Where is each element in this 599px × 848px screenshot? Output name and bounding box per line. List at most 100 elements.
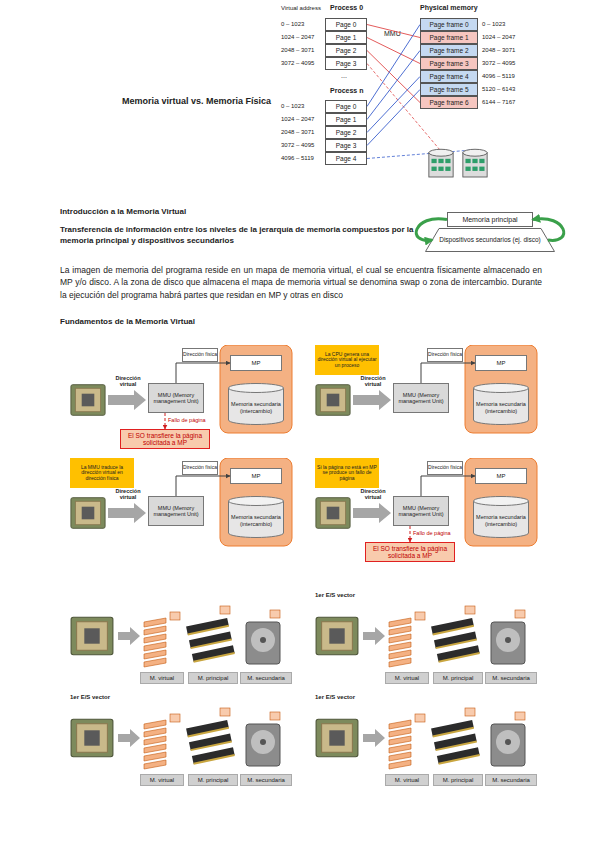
node-text: MMU (Memory management Unit) — [394, 505, 448, 517]
edge-label: Fallo de página — [168, 417, 206, 423]
node-text: MMU (Memory management Unit) — [149, 505, 203, 517]
node-text: Dirección física — [183, 465, 217, 471]
mmu-panel — [71, 345, 292, 433]
section-title: Memoria virtual vs. Memoria Física — [122, 96, 312, 106]
connector — [367, 51, 420, 103]
mmu-box: MMU (Memory management Unit) — [148, 496, 204, 526]
panel-tag: 1er E/S vector — [315, 592, 385, 599]
secondary-memory-cylinder: Memoria secundaria (intercambio) — [473, 496, 529, 538]
node-text: Memoria secundaria (intercambio) — [228, 514, 284, 526]
cylinder-body — [229, 501, 284, 538]
node-text: MMU (Memory management Unit) — [394, 392, 448, 404]
node-text: Dirección física — [183, 352, 217, 358]
text-stack: MMU (Memory management Unit) — [394, 392, 448, 404]
cylinder-body — [229, 388, 284, 425]
page-box: Page 0 — [325, 18, 367, 31]
node-text: Page frame 5 — [421, 86, 477, 93]
node-text: Page frame 0 — [421, 21, 477, 28]
connector — [367, 25, 420, 107]
node-text: M. secundaria — [241, 675, 291, 682]
text-stack: Page frame 3 — [421, 60, 477, 67]
text-stack: M. principal — [189, 675, 237, 682]
page-frame: Page frame 6 — [420, 96, 478, 109]
node-text: Page frame 4 — [421, 73, 477, 80]
address-range: 5120 – 6143 — [482, 86, 536, 93]
mmu-panel — [316, 458, 537, 546]
text-stack: MP — [476, 473, 526, 480]
caption-box: M. virtual — [140, 672, 184, 684]
page-box: Page 3 — [325, 139, 367, 152]
address-range: 2048 – 3071 — [482, 47, 536, 54]
panel-tag: 1er E/S vector — [70, 694, 140, 701]
text-stack: Page frame 4 — [421, 73, 477, 80]
secondary-memory-cylinder: Memoria secundaria (intercambio) — [228, 383, 284, 425]
text-stack: Page frame 6 — [421, 99, 477, 106]
text-stack: Dirección física — [183, 465, 217, 471]
text-stack: M. virtual — [386, 777, 428, 784]
address-range: 1024 – 2047 — [281, 34, 325, 41]
memory-level-trapezoid: Dispositivos secundarios (ej. disco) — [425, 228, 555, 252]
address-range: 6144 – 7167 — [482, 99, 536, 106]
text-stack: Si la página no está en MP se produce un… — [316, 465, 378, 482]
caption-box: M. principal — [188, 774, 238, 786]
page-frame: Page frame 2 — [420, 44, 478, 57]
page-frame: Page frame 3 — [420, 57, 478, 70]
body-text: La imagen de memoria del programa reside… — [60, 264, 542, 301]
node-text: Page frame 6 — [421, 99, 477, 106]
text-stack: Memoria principal — [448, 216, 532, 224]
page-frame: Page frame 5 — [420, 83, 478, 96]
cylinder-body — [474, 388, 529, 425]
main-memory-box: MP — [230, 355, 282, 371]
swap-line — [367, 150, 472, 159]
physical-address-box: Dirección física — [427, 348, 463, 362]
caption-box: M. secundaria — [240, 774, 292, 786]
mmu-panel — [316, 345, 537, 433]
address-range: 1024 – 2047 — [281, 116, 325, 123]
address-range: 4096 – 5119 — [482, 73, 536, 80]
connector — [367, 25, 420, 38]
node-text: Page 2 — [326, 47, 366, 54]
physical-address-box: Dirección física — [182, 461, 218, 475]
page-frame: Page frame 1 — [420, 31, 478, 44]
main-memory-box: MP — [230, 468, 282, 484]
node-text: Page 2 — [326, 129, 366, 136]
text-stack: MP — [231, 473, 281, 480]
node-text: Dispositivos secundarios (ej. disco) — [425, 236, 555, 243]
node-text: Memoria secundaria (intercambio) — [473, 401, 529, 413]
text-stack: Dirección física — [428, 465, 462, 471]
text-stack: M. principal — [189, 777, 237, 784]
text-stack: Page 0 — [326, 103, 366, 110]
main-memory-box: MP — [475, 468, 527, 484]
address-label: Dirección virtual — [353, 488, 393, 501]
address-range: 3072 – 4095 — [482, 60, 536, 67]
section-heading: Fundamentos de la Memoria Virtual — [60, 316, 380, 327]
cylinder-top — [474, 384, 529, 393]
node-text: Page frame 1 — [421, 34, 477, 41]
caption-box: M. virtual — [140, 774, 184, 786]
node-text: M. secundaria — [486, 675, 536, 682]
disk-icon — [463, 149, 487, 177]
text-stack: M. principal — [434, 675, 482, 682]
page-box: Page 4 — [325, 152, 367, 165]
text-stack: Memoria secundaria (intercambio) — [473, 401, 529, 413]
text-stack: Dirección física — [183, 352, 217, 358]
node-text: Memoria principal — [448, 216, 532, 224]
node-text: Page 1 — [326, 34, 366, 41]
os-action-box: El SO transfiere la página solicitada a … — [365, 542, 455, 562]
note-box: La MMU traduce la dirección virtual en d… — [70, 458, 134, 488]
text-stack: Memoria secundaria (intercambio) — [228, 401, 284, 413]
text-stack: El SO transfiere la página solicitada a … — [121, 432, 209, 447]
address-range: 0 – 1023 — [482, 21, 536, 28]
page-box: Page 1 — [325, 31, 367, 44]
main-memory-box: MP — [475, 355, 527, 371]
node-text: M. virtual — [386, 777, 428, 784]
node-text: MP — [476, 360, 526, 367]
memory-level-box: Memoria principal — [447, 212, 533, 227]
address-range: 3072 – 4095 — [281, 142, 325, 149]
node-text: M. principal — [434, 777, 482, 784]
page-frame: Page frame 4 — [420, 70, 478, 83]
page-box: Page 3 — [325, 57, 367, 70]
text-stack: Memoria secundaria (intercambio) — [228, 514, 284, 526]
node-text: Page frame 3 — [421, 60, 477, 67]
